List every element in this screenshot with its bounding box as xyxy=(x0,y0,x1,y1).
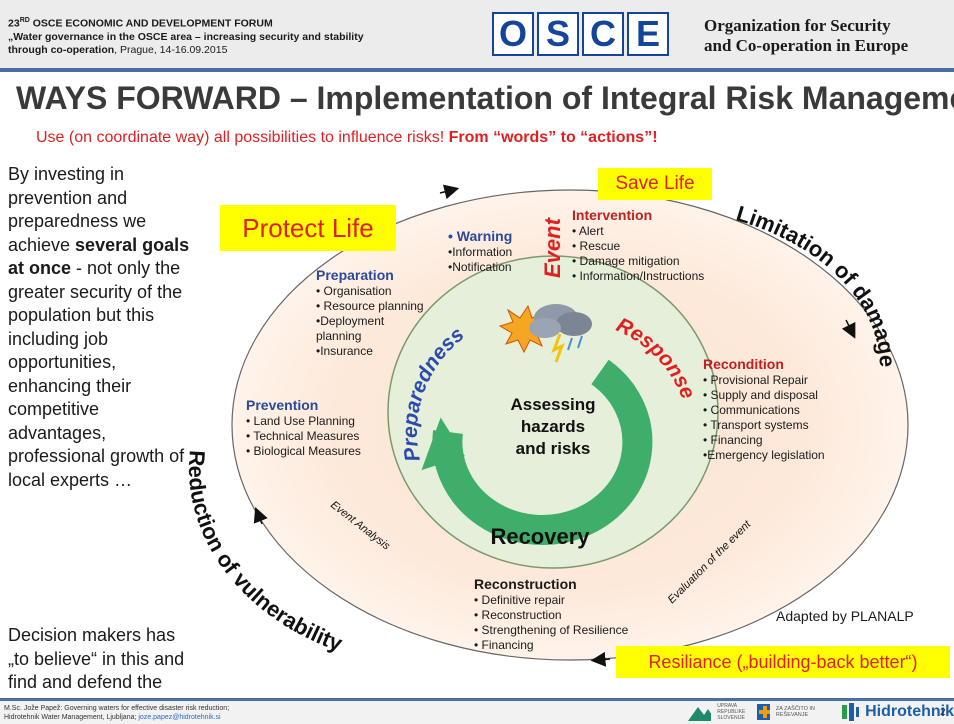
reconstruction-title: Reconstruction xyxy=(474,576,577,592)
protection-logo-text: ZA ZAŠČITO IN REŠEVANJE xyxy=(775,706,815,718)
forum-place: , Prague, 14-16.09.2015 xyxy=(114,43,228,56)
forum-ordinal-suffix: RD xyxy=(19,17,30,24)
cycle-arrow xyxy=(590,651,611,667)
recondition-item: • Communications xyxy=(703,403,800,417)
recondition-item: • Financing xyxy=(703,433,763,447)
footer-email-link[interactable]: joze.papez@hidrotehnik.si xyxy=(138,714,221,721)
recondition-item: • Transport systems xyxy=(703,418,809,432)
reconstruction-item: • Reconstruction xyxy=(474,608,562,622)
page-number: 2 xyxy=(940,707,946,718)
prevention-block: Prevention • Land Use Planning • Technic… xyxy=(246,396,361,459)
preparation-item: • Organisation xyxy=(316,284,392,298)
intervention-item: • Alert xyxy=(572,224,604,238)
protect-life-box: Protect Life xyxy=(220,205,396,251)
preparation-title: Preparation xyxy=(316,267,394,283)
warning-item: •Information xyxy=(448,245,513,259)
intervention-block: Intervention • Alert • Rescue • Damage m… xyxy=(572,206,704,284)
forum-info: 23RD OSCE ECONOMIC AND DEVELOPMENT FORUM… xyxy=(8,14,378,57)
prevention-item: • Land Use Planning xyxy=(246,414,355,428)
logo-letter: E xyxy=(627,12,669,56)
recondition-item: • Provisional Repair xyxy=(703,373,808,387)
preparation-item: •Insurance xyxy=(316,344,373,358)
forum-theme: „Water governance in the OSCE area – inc… xyxy=(8,30,364,56)
logo-letter: S xyxy=(537,12,579,56)
cycle-arrow xyxy=(253,507,268,525)
preparation-item: planning xyxy=(316,329,362,343)
event-label: Event xyxy=(540,216,565,278)
footer-line-2: Hidrotehnik Water Management, Ljubljana; xyxy=(4,714,139,721)
save-life-box: Save Life xyxy=(598,168,712,200)
recondition-title: Recondition xyxy=(703,356,784,372)
forum-name: OSCE ECONOMIC AND DEVELOPMENT FORUM xyxy=(32,17,273,30)
org-line-2: and Co-operation in Europe xyxy=(704,36,909,55)
prevention-item: • Technical Measures xyxy=(246,429,360,443)
prevention-item: • Biological Measures xyxy=(246,444,361,458)
recovery-arrow xyxy=(432,359,653,545)
osce-logo: O S C E xyxy=(492,12,669,56)
reconstruction-item: • Financing xyxy=(474,638,534,652)
subtitle-emphasis: From “words” to “actions”! xyxy=(448,129,658,146)
preparation-item: •Deployment xyxy=(316,314,385,328)
center-line-1: Assessing xyxy=(510,395,595,414)
decision-makers-text: Decision makers has „to believe“ in this… xyxy=(8,625,185,716)
resilience-box: Resiliance („building-back better“) xyxy=(616,646,950,678)
recondition-item: •Emergency legislation xyxy=(703,448,825,462)
prevention-title: Prevention xyxy=(246,397,319,413)
intervention-item: • Rescue xyxy=(572,239,621,253)
intervention-item: • Information/Instructions xyxy=(572,269,705,283)
risk-cycle-diagram: Limitation of damages Reduction of vulne… xyxy=(0,0,909,667)
warning-block: • Warning •Information •Notification xyxy=(448,227,512,275)
preparation-item: • Resource planning xyxy=(316,299,424,313)
ministry-logo-text: UPRAVA REPUBLIKE SLOVENIJE xyxy=(717,703,746,721)
intervention-title: Intervention xyxy=(572,207,653,223)
hidrotehnik-logo-icon xyxy=(842,703,860,721)
storm-cloud-icon xyxy=(498,304,592,363)
left-text-bold: several goals at once xyxy=(8,234,190,279)
footer-logos: UPRAVA REPUBLIKE SLOVENIJE ZA ZAŠČITO IN… xyxy=(688,703,954,721)
slide-header: 23RD OSCE ECONOMIC AND DEVELOPMENT FORUM… xyxy=(0,0,954,72)
cycle-arrow xyxy=(439,184,460,200)
warning-item: •Notification xyxy=(448,260,512,274)
subtitle-text: Use (on coordinate way) all possibilitie… xyxy=(36,129,449,146)
forum-ordinal: 23 xyxy=(8,17,20,30)
slide-subtitle: Use (on coordinate way) all possibilitie… xyxy=(36,129,658,147)
footer-credit: M.Sc. Jože Papež: Governing waters for e… xyxy=(4,704,229,722)
reconstruction-block: Reconstruction • Definitive repair • Rec… xyxy=(474,575,628,653)
left-text: By investing in prevention and preparedn… xyxy=(8,163,193,492)
org-line-1: Organization for Security xyxy=(704,16,891,35)
center-line-3: and risks xyxy=(516,439,591,458)
hidrotehnik-logo-text: Hidrotehnik xyxy=(865,703,954,720)
left-text-rest: - not only the greater security of the p… xyxy=(8,258,185,490)
mountain-logo-icon xyxy=(688,707,712,721)
warning-title: • Warning xyxy=(448,228,513,244)
recovery-arrowhead xyxy=(421,417,465,471)
recondition-block: Recondition • Provisional Repair • Suppl… xyxy=(703,355,825,463)
reconstruction-item: • Definitive repair xyxy=(474,593,565,607)
recovery-label: Recovery xyxy=(490,524,590,549)
slide-footer: M.Sc. Jože Papež: Governing waters for e… xyxy=(0,698,954,724)
center-line-2: hazards xyxy=(521,417,585,436)
recondition-item: • Supply and disposal xyxy=(703,388,818,402)
slide-title: WAYS FORWARD – Implementation of Integra… xyxy=(16,80,954,116)
preparation-block: Preparation • Organisation • Resource pl… xyxy=(316,266,424,359)
civil-protection-icon xyxy=(756,704,770,720)
cycle-arrow xyxy=(841,319,856,339)
organization-name: Organization for Security and Co-operati… xyxy=(704,16,954,56)
left-text-intro: By investing in prevention and preparedn… xyxy=(8,164,147,255)
adapted-credit: Adapted by PLANALP xyxy=(776,608,914,624)
logo-letter: C xyxy=(582,12,624,56)
logo-letter: O xyxy=(492,12,534,56)
reconstruction-item: • Strengthening of Resilience xyxy=(474,623,629,637)
intervention-item: • Damage mitigation xyxy=(572,254,680,268)
footer-line-1: M.Sc. Jože Papež: Governing waters for e… xyxy=(4,705,230,712)
